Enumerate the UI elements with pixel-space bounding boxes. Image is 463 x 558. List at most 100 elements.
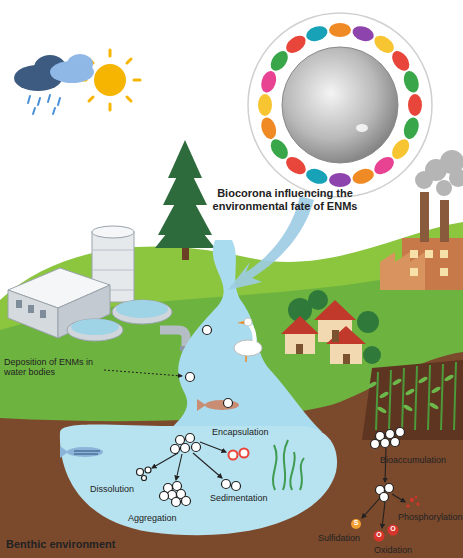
process-label: Sulfidation [318, 533, 360, 543]
treatment-plant-part-part [28, 305, 34, 313]
crops-part-part [415, 366, 417, 430]
houses-part-part [332, 330, 339, 342]
goose [234, 318, 262, 362]
transformed-particles-part [351, 519, 361, 529]
enm-particles-part [222, 480, 231, 489]
river-fish-part [197, 399, 206, 411]
process-arrows-part [176, 454, 182, 480]
factory-part [415, 150, 463, 196]
protein-blobs-part [408, 94, 422, 116]
protein-blobs-part [371, 154, 397, 178]
encapsulated-particles-part [240, 449, 249, 458]
seaweed [273, 440, 304, 490]
crops-part-part [392, 378, 403, 386]
crops-part-part [367, 381, 378, 389]
enm-particles-part [186, 434, 195, 443]
sun-part-part [127, 97, 131, 101]
river-fish-part [205, 400, 239, 410]
factory-part-part [436, 180, 452, 196]
process-label: Oxidation [374, 545, 412, 555]
houses-part [285, 332, 315, 354]
treatment-plant-part [16, 300, 46, 318]
treatment-plant-part [112, 300, 172, 324]
river-part [60, 425, 337, 536]
protein-blobs-part [389, 136, 413, 162]
crops-part-part [376, 372, 378, 430]
weather-part-part [28, 96, 30, 103]
process-arrows-part [152, 453, 178, 468]
enm-particles-part [386, 430, 395, 439]
weather-part-part [38, 98, 40, 105]
zebrafish-part [67, 447, 103, 457]
sun-part-part [109, 104, 112, 110]
region-label: Benthic environment [6, 538, 115, 551]
zebrafish-part [74, 451, 100, 454]
enm-particles-part [171, 445, 180, 454]
houses-part [314, 300, 356, 320]
process-label: Dissolution [90, 484, 134, 494]
protein-blobs-part [258, 94, 272, 116]
protein-blobs-part [267, 48, 291, 74]
enm-particles-part [381, 439, 390, 448]
transformed-particles-part [407, 496, 420, 508]
sun-part-part [109, 50, 112, 56]
factory-part-part [410, 268, 418, 276]
factory-part-part [425, 250, 433, 258]
factory-part-part [410, 250, 418, 258]
enm-particles [137, 326, 405, 507]
process-label: Sedimentation [210, 493, 268, 503]
treatment-plant-part [71, 319, 119, 335]
houses-part [308, 290, 328, 310]
process-label: Aggregation [128, 513, 177, 523]
enm-particles-part [203, 326, 212, 335]
weather [14, 50, 140, 114]
crops-part-part [389, 370, 391, 430]
crops-part-part [402, 368, 404, 430]
enm-particles-part [192, 443, 201, 452]
seaweed-part [290, 452, 295, 490]
factory-part [380, 252, 425, 290]
crops-part-part [403, 404, 414, 412]
enm-particles-part [137, 469, 144, 476]
goose-part [244, 318, 252, 326]
enm-particles-part [186, 373, 195, 382]
weather-part-part [48, 95, 50, 102]
protein-blobs-part [283, 154, 309, 178]
goose-part [237, 321, 244, 324]
protein-blobs-part [283, 32, 309, 56]
protein-blobs-part [329, 23, 351, 37]
treatment-plant-part [160, 330, 186, 348]
enm-particles-part [396, 428, 405, 437]
protein-blobs-part [351, 24, 376, 44]
treatment-plant-part [67, 319, 123, 341]
houses [281, 290, 381, 364]
protein-blobs-part [304, 166, 329, 186]
transformed-particles-part-part [407, 505, 410, 508]
process-label: Phosphorylation [398, 512, 463, 522]
weather-part-part [58, 98, 60, 105]
enm-particles-part [176, 436, 185, 445]
weather-part [67, 54, 93, 74]
transformed-particles-part-part [415, 496, 417, 498]
process-label: Bioaccumulation [380, 455, 446, 465]
crops-part-part [444, 374, 455, 382]
enm-particles-part [181, 444, 190, 453]
zebrafish-part [60, 446, 68, 458]
process-arrows-part [362, 498, 380, 518]
enm-particles-part [160, 492, 169, 501]
transformed-particles-part [388, 525, 399, 536]
treatment-plant-part-part [92, 270, 134, 271]
crops-part-part [405, 388, 416, 396]
crops-part-part [418, 376, 429, 384]
goose-part [245, 356, 247, 362]
crops-part-part [454, 362, 456, 430]
enm-particles-part [380, 493, 389, 502]
transformed-particles-part [374, 531, 385, 542]
houses-part [357, 311, 379, 333]
sun-part-part [127, 59, 131, 63]
protein-blobs-part [401, 116, 421, 141]
houses-part-part [296, 344, 303, 354]
houses-part [363, 346, 381, 364]
crops [362, 360, 463, 440]
